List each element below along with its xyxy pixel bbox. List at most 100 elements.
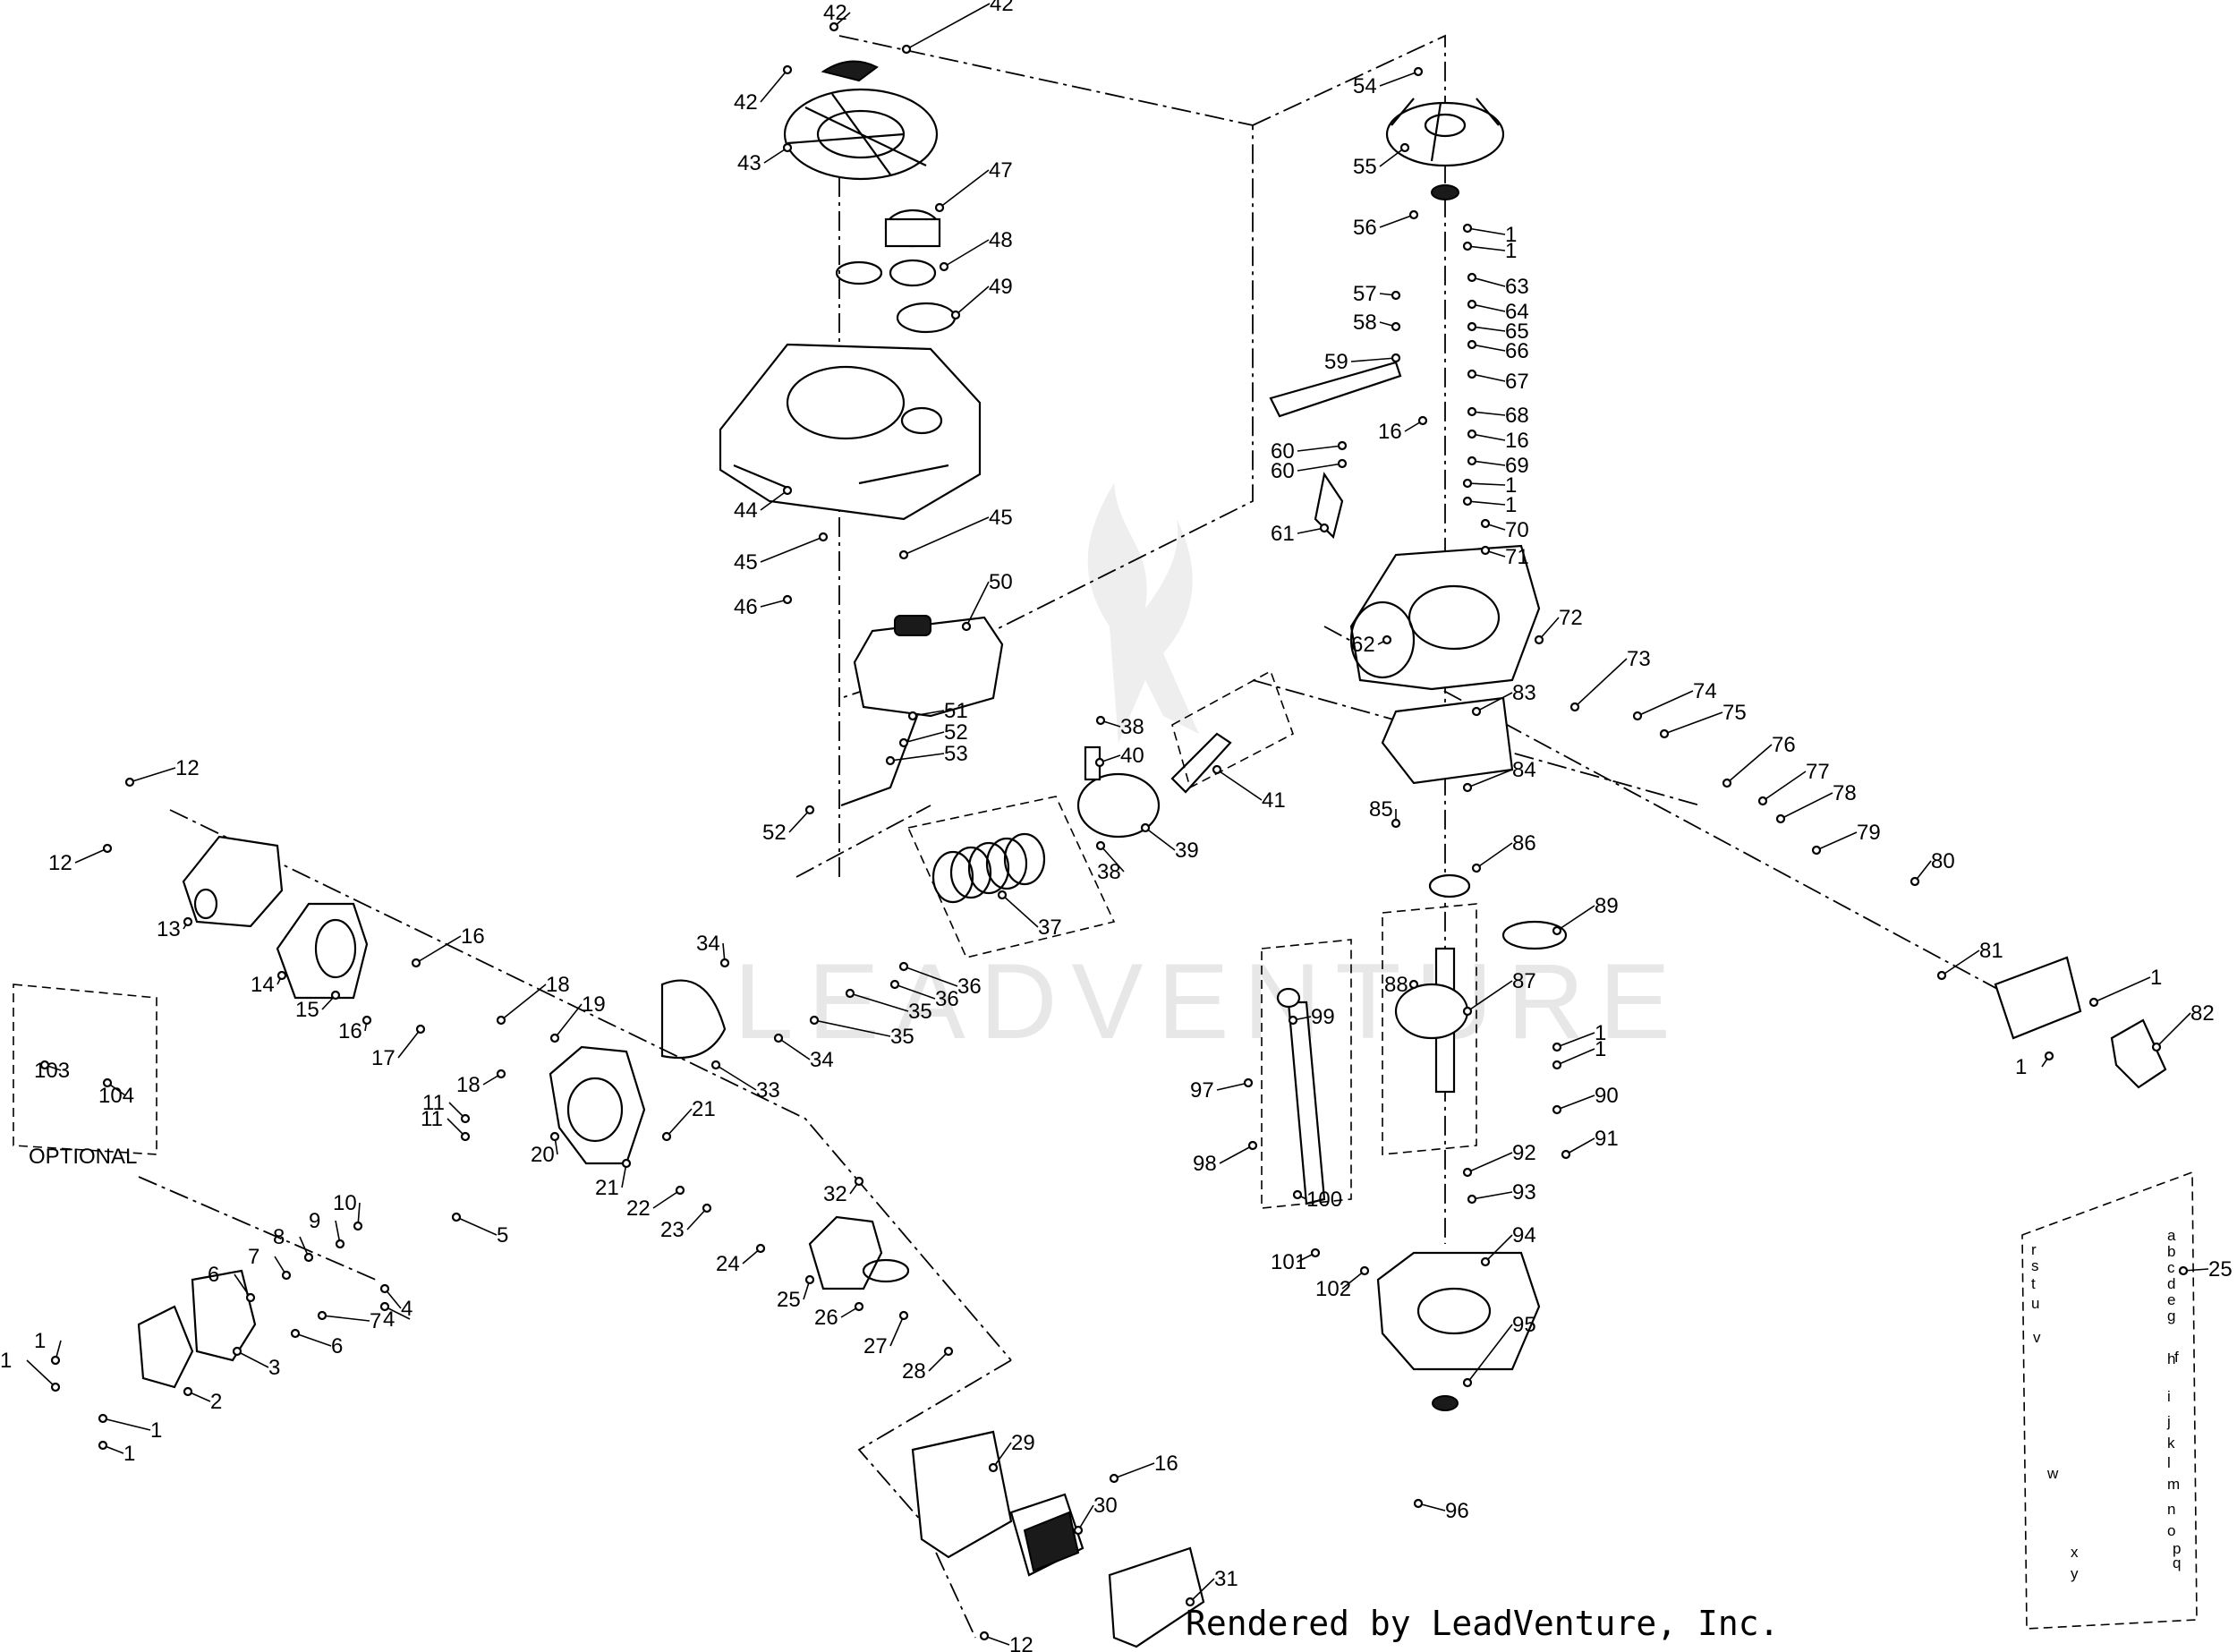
callout-p6: 6 bbox=[208, 1263, 219, 1287]
callout-p93: 93 bbox=[1512, 1180, 1536, 1205]
leader-line-p48 bbox=[943, 239, 990, 268]
leader-lines bbox=[26, 3, 2209, 1646]
hardware-part-p98 bbox=[1247, 1140, 1258, 1151]
callout-p18: 18 bbox=[456, 1073, 481, 1097]
callout-p30: 30 bbox=[1093, 1494, 1118, 1518]
leader-line-p17 bbox=[397, 1028, 421, 1059]
hardware-part-p56 bbox=[1408, 209, 1419, 220]
callout-p78: 78 bbox=[1833, 781, 1857, 805]
leader-line-p42 bbox=[760, 69, 788, 103]
cylinder-head bbox=[549, 979, 727, 1165]
callout-p44: 44 bbox=[734, 498, 758, 523]
hardware-part-p55 bbox=[1399, 142, 1410, 153]
callout-p20: 20 bbox=[531, 1143, 555, 1167]
watermark-text: LEADVENTURE bbox=[734, 941, 1685, 1061]
callout-p57: 57 bbox=[1353, 282, 1377, 306]
hardware-part-p36 bbox=[898, 961, 909, 972]
hardware-part-p41 bbox=[1212, 764, 1222, 775]
callout-p16: 16 bbox=[1154, 1452, 1178, 1476]
callout-p29: 29 bbox=[1011, 1431, 1035, 1455]
callout-p65: 65 bbox=[1505, 319, 1529, 344]
callout-p67: 67 bbox=[1505, 370, 1529, 394]
hardware-part-p24 bbox=[755, 1243, 766, 1254]
leader-line-p46 bbox=[760, 599, 788, 608]
hardware-part-p73 bbox=[1569, 702, 1580, 712]
callout-p1: 1 bbox=[1505, 473, 1517, 498]
callout-p7: 7 bbox=[370, 1309, 381, 1333]
leader-line-p30 bbox=[1077, 1504, 1094, 1531]
hardware-part-p60 bbox=[1337, 440, 1348, 451]
callout-p24: 24 bbox=[716, 1252, 740, 1276]
hardware-part-p100 bbox=[1292, 1189, 1303, 1200]
carb-subpart-k: k bbox=[2167, 1435, 2175, 1452]
hardware-part-p44 bbox=[782, 485, 793, 496]
hardware-part-p79 bbox=[1811, 845, 1822, 856]
leader-line-p1 bbox=[102, 1418, 151, 1431]
hardware-part-p52 bbox=[804, 805, 815, 815]
callout-p82: 82 bbox=[2190, 1001, 2215, 1026]
callout-p21: 21 bbox=[692, 1097, 716, 1121]
hardware-part-p57 bbox=[1391, 290, 1401, 301]
callout-p34: 34 bbox=[696, 932, 720, 956]
hardware-part-p60 bbox=[1337, 458, 1348, 469]
callout-p100: 100 bbox=[1306, 1188, 1342, 1212]
leader-line-p38 bbox=[1100, 845, 1125, 873]
hardware-part-p47 bbox=[934, 202, 945, 213]
hardware-part-p35 bbox=[845, 988, 855, 999]
hardware-part-p1 bbox=[1462, 223, 1473, 234]
hardware-part-p17 bbox=[415, 1024, 426, 1035]
hardware-part-p94 bbox=[1480, 1256, 1491, 1267]
callout-p102: 102 bbox=[1315, 1277, 1351, 1301]
hardware-part-p67 bbox=[1467, 369, 1477, 379]
hardware-part-p2 bbox=[183, 1386, 193, 1397]
carb-subpart-x: x bbox=[2071, 1544, 2079, 1561]
hardware-part-p1 bbox=[2088, 997, 2099, 1008]
callout-p32: 32 bbox=[823, 1182, 847, 1206]
carb-subpart-d: d bbox=[2167, 1275, 2175, 1292]
callout-p1: 1 bbox=[0, 1349, 12, 1373]
hardware-part-p96 bbox=[1413, 1498, 1424, 1509]
hardware-part-p61 bbox=[1319, 523, 1330, 533]
callout-p35: 35 bbox=[890, 1025, 914, 1049]
hardware-part-p91 bbox=[1561, 1149, 1571, 1160]
leader-line-p42 bbox=[906, 3, 991, 50]
leader-line-p52 bbox=[903, 731, 945, 744]
callout-p8: 8 bbox=[273, 1225, 285, 1249]
leader-line-p87 bbox=[1467, 980, 1513, 1012]
callout-p18: 18 bbox=[546, 973, 570, 997]
leader-line-p19 bbox=[554, 1003, 583, 1039]
hardware-part-p72 bbox=[1534, 634, 1544, 645]
callout-p75: 75 bbox=[1722, 701, 1747, 725]
hardware-part-p4 bbox=[379, 1301, 390, 1312]
callout-p4: 4 bbox=[401, 1297, 413, 1321]
leader-line-p90 bbox=[1556, 1094, 1595, 1111]
callout-p38: 38 bbox=[1097, 860, 1121, 884]
hardware-part-p54 bbox=[1413, 66, 1424, 77]
leader-line-p45 bbox=[903, 516, 990, 556]
leader-line-p36 bbox=[903, 966, 958, 987]
callout-p60: 60 bbox=[1271, 459, 1295, 483]
callout-p48: 48 bbox=[989, 228, 1013, 252]
leader-line-p98 bbox=[1219, 1145, 1254, 1164]
leader-line-p1 bbox=[1467, 245, 1506, 251]
leader-line-p4 bbox=[384, 1306, 411, 1320]
leader-line-p12 bbox=[74, 847, 108, 864]
hardware-part-p22 bbox=[675, 1185, 685, 1196]
callout-p15: 15 bbox=[295, 998, 319, 1022]
leader-line-p77 bbox=[1762, 771, 1807, 802]
callout-p47: 47 bbox=[989, 158, 1013, 183]
leader-line-p1 bbox=[1467, 500, 1506, 506]
callout-p98: 98 bbox=[1193, 1152, 1217, 1176]
callout-p50: 50 bbox=[989, 570, 1013, 594]
callout-p17: 17 bbox=[371, 1046, 396, 1070]
callout-p14: 14 bbox=[251, 973, 275, 997]
leader-line-p73 bbox=[1574, 658, 1628, 708]
hardware-part-p16 bbox=[1417, 415, 1428, 426]
carb-subpart-g: g bbox=[2167, 1307, 2175, 1324]
hardware-part-p6 bbox=[290, 1328, 301, 1339]
callout-p28: 28 bbox=[902, 1359, 926, 1384]
callout-p80: 80 bbox=[1931, 849, 1955, 873]
leader-line-p55 bbox=[1379, 147, 1406, 167]
leader-line-p67 bbox=[1471, 373, 1506, 382]
